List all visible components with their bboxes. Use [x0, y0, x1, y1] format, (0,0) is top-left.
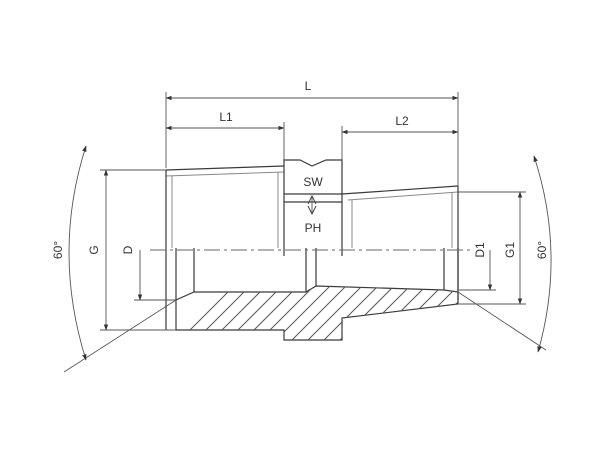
label-L: L	[305, 79, 312, 93]
dimension-G: G	[87, 169, 176, 331]
label-D1: D1	[473, 242, 487, 258]
label-angle-right: 60°	[535, 241, 549, 259]
hex-section: SW PH	[283, 159, 343, 292]
left-thread-section	[165, 165, 285, 330]
dimension-D: D	[121, 245, 176, 301]
right-thread-section	[341, 185, 459, 300]
label-G1: G1	[503, 242, 517, 258]
dimension-L2: L2	[341, 114, 459, 162]
label-SW: SW	[303, 175, 323, 189]
angle-left: 60°	[51, 145, 177, 373]
dimension-G1: G1	[458, 191, 526, 305]
label-D: D	[121, 245, 135, 254]
dimension-D1: D1	[458, 242, 496, 291]
angle-right: 60°	[457, 155, 552, 353]
hatched-section	[175, 285, 459, 341]
label-PH: PH	[305, 221, 322, 235]
label-G: G	[87, 245, 101, 254]
label-angle-left: 60°	[51, 241, 65, 259]
label-L1: L1	[219, 110, 233, 124]
dimension-L1: L1	[165, 110, 285, 162]
label-L2: L2	[395, 114, 409, 128]
